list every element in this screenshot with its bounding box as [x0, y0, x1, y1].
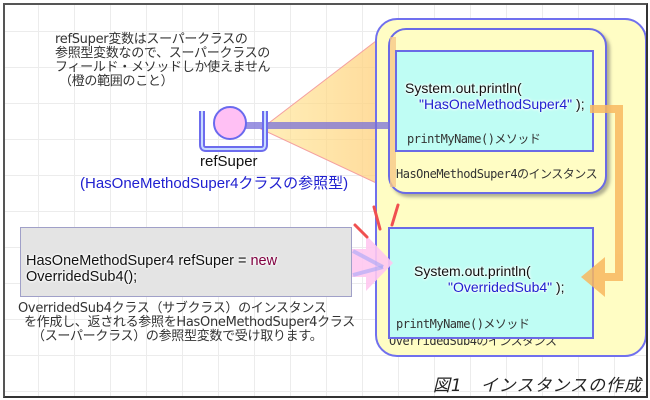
- scope-edge: [390, 37, 396, 187]
- bottom-explanation-line: を作成し、返される参照をHasOneMethodSuper4クラス: [24, 315, 355, 330]
- overlay-layer: [199, 105, 623, 297]
- reference-line: [245, 122, 390, 129]
- top-explanation-line: refSuper変数はスーパークラスの: [55, 32, 248, 47]
- top-explanation-line: フィールド・メソッドしか使えません: [55, 60, 271, 75]
- sub-code-string: "OverridedSub4": [448, 279, 553, 295]
- statement-box: HasOneMethodSuper4 refSuper = new Overri…: [20, 227, 352, 297]
- top-explanation-line: （橙の範囲のこと）: [59, 74, 174, 89]
- figure-frame: OverridedSub4のインスタンス HasOneMethodSuper4の…: [3, 3, 648, 398]
- variable-type-label: (HasOneMethodSuper4クラスの参照型): [80, 175, 349, 192]
- super-code-end: );: [572, 96, 585, 112]
- statement-prefix: HasOneMethodSuper4 refSuper =: [26, 253, 251, 269]
- bottom-explanation-line: （スーパークラス）の参照型変数で受け取ります。: [32, 329, 323, 344]
- sub-method-code: System.out.println( "OverridedSub4" );: [414, 263, 565, 295]
- statement-code: HasOneMethodSuper4 refSuper = new Overri…: [26, 253, 351, 285]
- sub-method-box: System.out.println( "OverridedSub4" ); p…: [388, 227, 594, 339]
- bottom-explanation: OverridedSub4クラス（サブクラス）のインスタンス を作成し、返される…: [18, 302, 355, 344]
- super-method-code: System.out.println( "HasOneMethodSuper4"…: [405, 80, 585, 112]
- super-method-name: printMyName()メソッド: [407, 132, 541, 146]
- reference-circle-icon: [213, 106, 247, 140]
- statement-keyword: new: [250, 253, 278, 269]
- statement-suffix: OverridedSub4();: [26, 269, 138, 285]
- super-code-line1: System.out.println(: [405, 80, 522, 96]
- sub-method-name: printMyName()メソッド: [396, 317, 530, 331]
- super-code-string: "HasOneMethodSuper4": [419, 96, 573, 112]
- super-instance-label: HasOneMethodSuper4のインスタンス: [396, 167, 598, 181]
- variable-holder-icon: [199, 106, 268, 152]
- override-arrow: [581, 105, 623, 297]
- figure-caption: 図1 インスタンスの作成: [432, 376, 642, 396]
- variable-name: refSuper: [200, 153, 258, 170]
- top-explanation: refSuper変数はスーパークラスの 参照型変数なので、スーパークラスの フィ…: [55, 32, 271, 89]
- emphasis-marks-icon: [353, 203, 400, 239]
- top-explanation-line: 参照型変数なので、スーパークラスの: [55, 46, 270, 61]
- creation-arrow: [348, 235, 393, 291]
- sub-code-line1: System.out.println(: [414, 263, 531, 279]
- bottom-explanation-line: OverridedSub4クラス（サブクラス）のインスタンス: [18, 301, 327, 316]
- sub-code-end: );: [552, 279, 565, 295]
- super-method-box: System.out.println( "HasOneMethodSuper4"…: [395, 50, 594, 152]
